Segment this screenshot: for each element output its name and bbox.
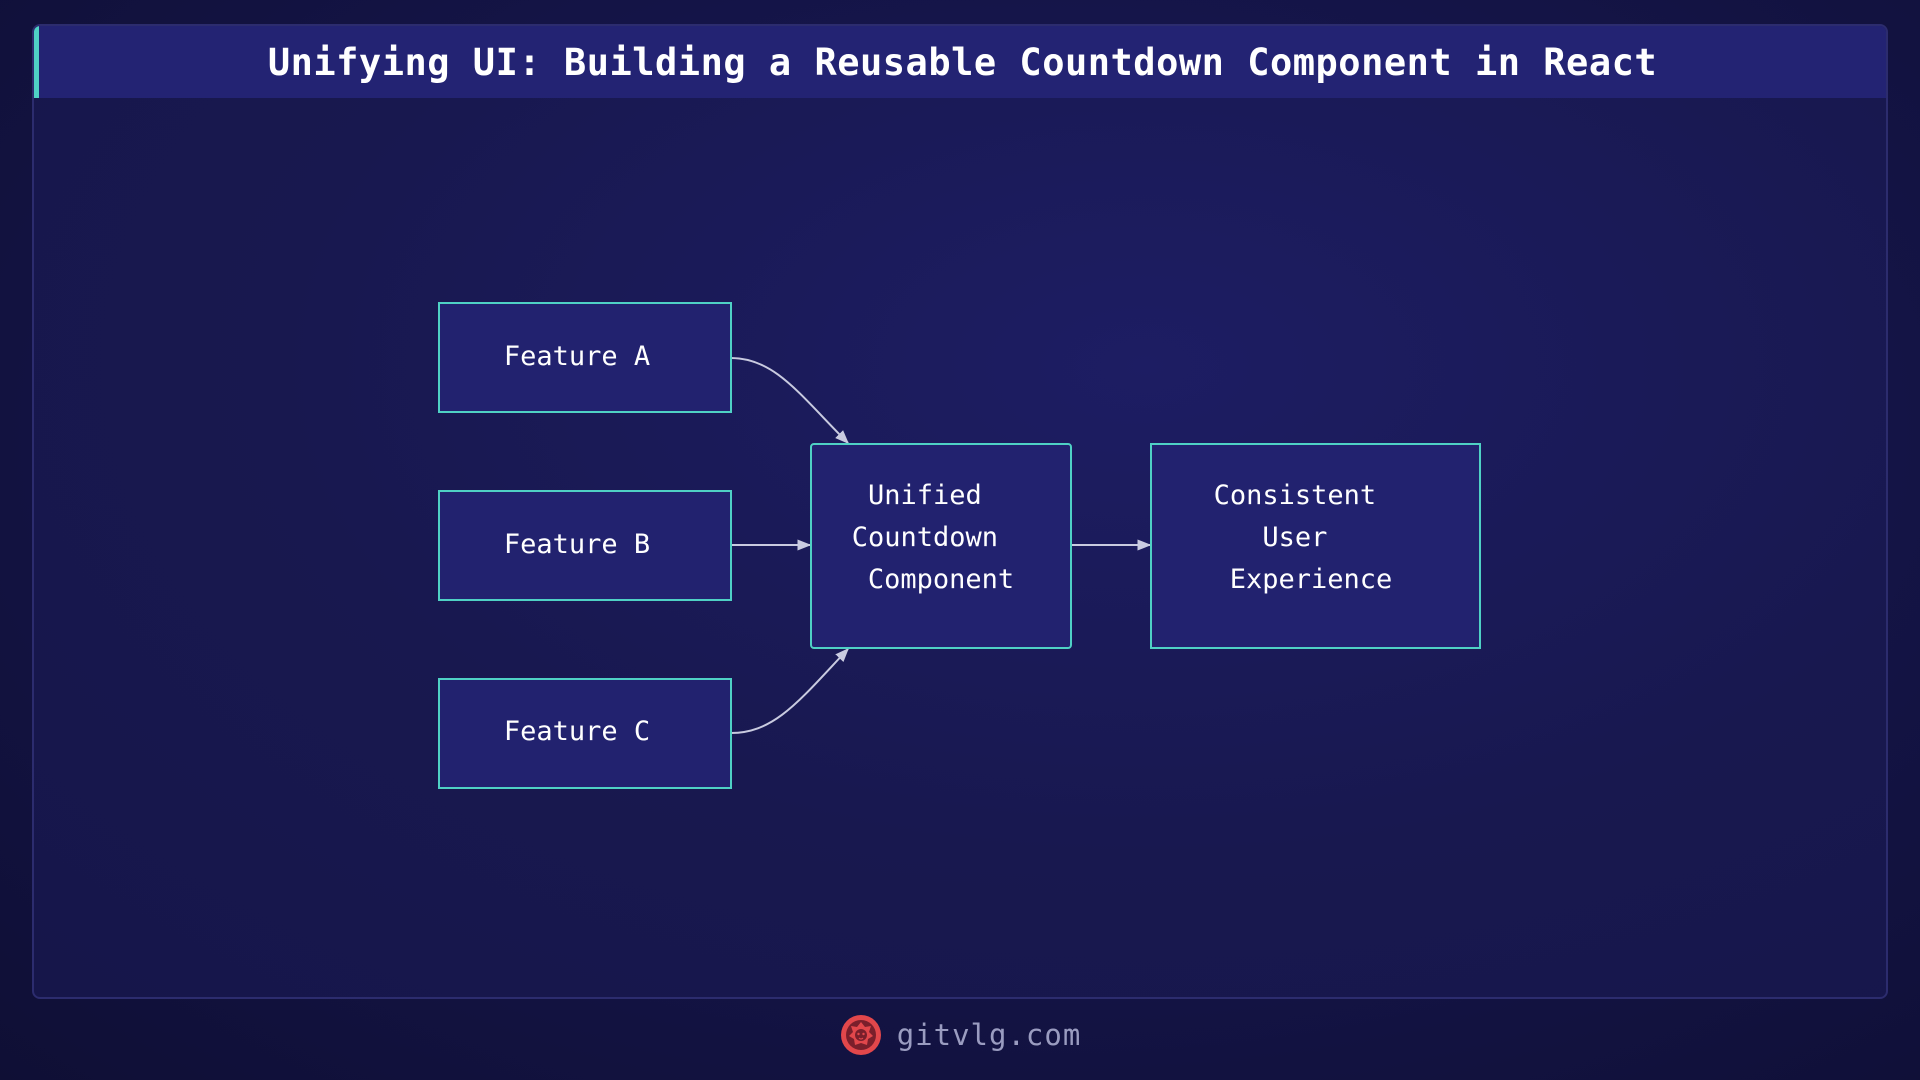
lion-logo-icon bbox=[840, 1015, 881, 1055]
edge-feature-a-to-unified bbox=[730, 357, 849, 444]
title-bar: Unifying UI: Building a Reusable Countdo… bbox=[34, 26, 1886, 98]
node-feature-c-label: Feature C bbox=[504, 716, 650, 747]
node-unified-countdown-component: Unified Countdown Component bbox=[810, 443, 1072, 649]
edge-feature-c-to-unified bbox=[730, 647, 849, 734]
node-consistent-user-experience: Consistent User Experience bbox=[1150, 443, 1481, 649]
diagram-card: Unifying UI: Building a Reusable Countdo… bbox=[32, 24, 1888, 999]
footer: gitvlg.com bbox=[0, 1010, 1920, 1060]
node-feature-a-label: Feature A bbox=[504, 341, 650, 372]
node-feature-c: Feature C bbox=[438, 678, 732, 789]
footer-site-text: gitvlg.com bbox=[896, 1018, 1082, 1052]
node-feature-b-label: Feature B bbox=[504, 529, 650, 560]
node-unified-label: Unified Countdown Component bbox=[852, 480, 1015, 595]
node-feature-a: Feature A bbox=[438, 302, 732, 413]
node-consistent-label: Consistent User Experience bbox=[1214, 480, 1393, 595]
page-title: Unifying UI: Building a Reusable Countdo… bbox=[267, 40, 1658, 84]
node-feature-b: Feature B bbox=[438, 490, 732, 601]
